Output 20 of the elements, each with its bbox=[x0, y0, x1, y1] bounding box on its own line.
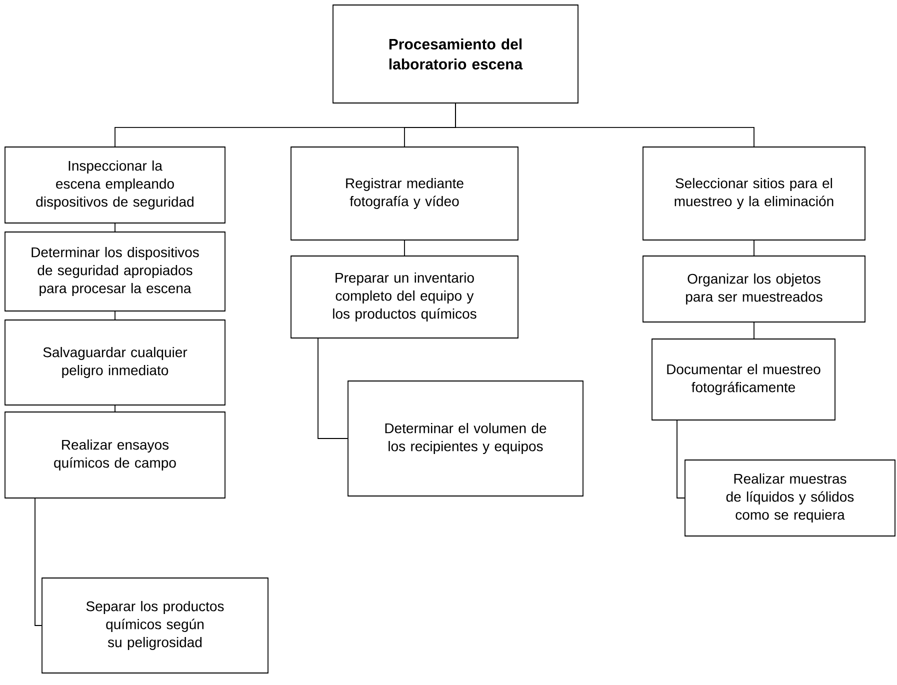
process-box: Preparar un inventario completo del equipo y los productos químicos bbox=[290, 256, 518, 338]
connector-line bbox=[114, 223, 116, 232]
process-box: Organizar los objetos para ser muestreados bbox=[642, 256, 866, 322]
title-box: Procesamiento del laboratorio escena bbox=[332, 4, 578, 104]
process-box: Realizar muestras de líquidos y sólidos como se requiera bbox=[684, 460, 896, 536]
connector-line bbox=[404, 240, 405, 256]
connector-line bbox=[114, 405, 116, 412]
process-box: Registrar mediante fotografía y vídeo bbox=[290, 146, 518, 240]
connector-line bbox=[676, 420, 685, 498]
process-box: Determinar el volumen de los recipientes y equipos bbox=[348, 380, 584, 496]
connector-line bbox=[318, 338, 348, 439]
process-box: Separar los productos químicos según su peligrosidad bbox=[42, 578, 268, 674]
process-box: Salvaguardar cualquier peligro inmediato bbox=[4, 320, 226, 406]
process-box: Determinar los dispositivos de seguridad apropiados para procesar la escena bbox=[4, 232, 226, 312]
connector-line bbox=[34, 498, 42, 626]
connector-line bbox=[114, 311, 116, 320]
process-box: Seleccionar sitios para el muestreo y la eliminación bbox=[642, 146, 866, 240]
process-box: Inspeccionar la escena empleando dispositivos de seguridad bbox=[4, 146, 226, 224]
process-box: Documentar el muestreo fotográficamente bbox=[652, 338, 836, 420]
process-box: Realizar ensayos químicos de campo bbox=[4, 412, 226, 498]
